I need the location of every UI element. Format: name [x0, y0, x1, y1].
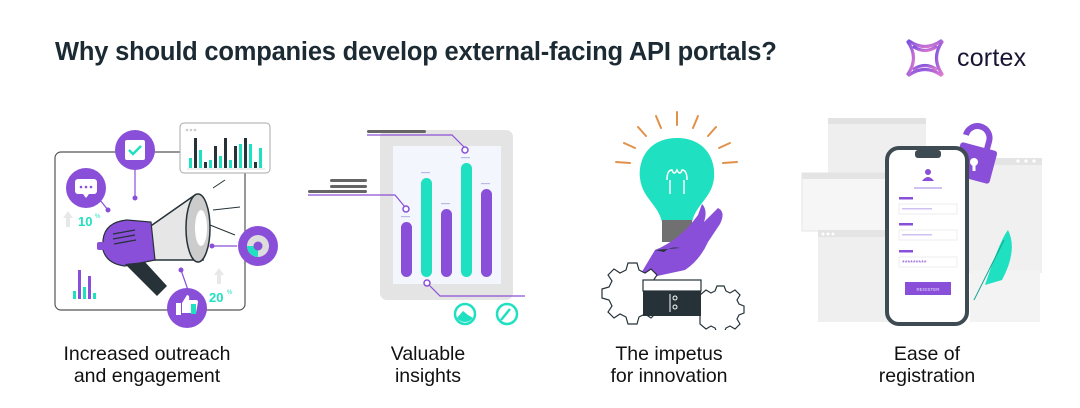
panel-registration: ********* REGISTER	[790, 110, 1050, 330]
stat-10: 10	[78, 214, 92, 229]
password-mask: *********	[902, 260, 927, 267]
caption-insights: Valuable insights	[298, 343, 558, 387]
gauge-icon	[495, 302, 519, 326]
caption-registration: Ease of registration	[797, 343, 1057, 387]
gauge-icon	[453, 302, 477, 326]
phone-registration-illustration: ********* REGISTER	[801, 118, 1042, 326]
caption-line: and engagement	[73, 365, 221, 387]
cortex-logo: cortex	[905, 38, 1026, 78]
stat-20: 20	[209, 290, 223, 305]
panel-innovation	[580, 100, 760, 330]
caption-line: insights	[394, 365, 462, 387]
caption-line: Increased outreach	[63, 343, 231, 365]
register-button-label: REGISTER	[916, 287, 940, 292]
caption-line: for innovation	[610, 365, 728, 387]
panel-outreach: 10 % 20 %	[45, 110, 285, 330]
lightbulb-illustration	[601, 111, 745, 330]
svg-text:%: %	[227, 290, 233, 296]
caption-line: registration	[878, 365, 976, 387]
caption-line: Ease of	[893, 343, 961, 365]
caption-outreach: Increased outreach and engagement	[17, 343, 277, 387]
caption-innovation: The impetus for innovation	[539, 343, 799, 387]
panel-insights	[300, 110, 540, 330]
mini-bar-chart	[185, 128, 265, 170]
register-button	[905, 282, 951, 295]
brand-name: cortex	[957, 43, 1027, 72]
cortex-logo-icon	[905, 38, 945, 78]
svg-text:%: %	[95, 214, 101, 220]
caption-line: Valuable	[390, 343, 466, 365]
megaphone-illustration: 10 % 20 %	[54, 122, 278, 328]
page-title: Why should companies develop external-fa…	[55, 38, 777, 66]
caption-line: The impetus	[615, 343, 723, 365]
tablet-chart-illustration	[308, 130, 525, 326]
leaf-icon	[973, 230, 1012, 301]
